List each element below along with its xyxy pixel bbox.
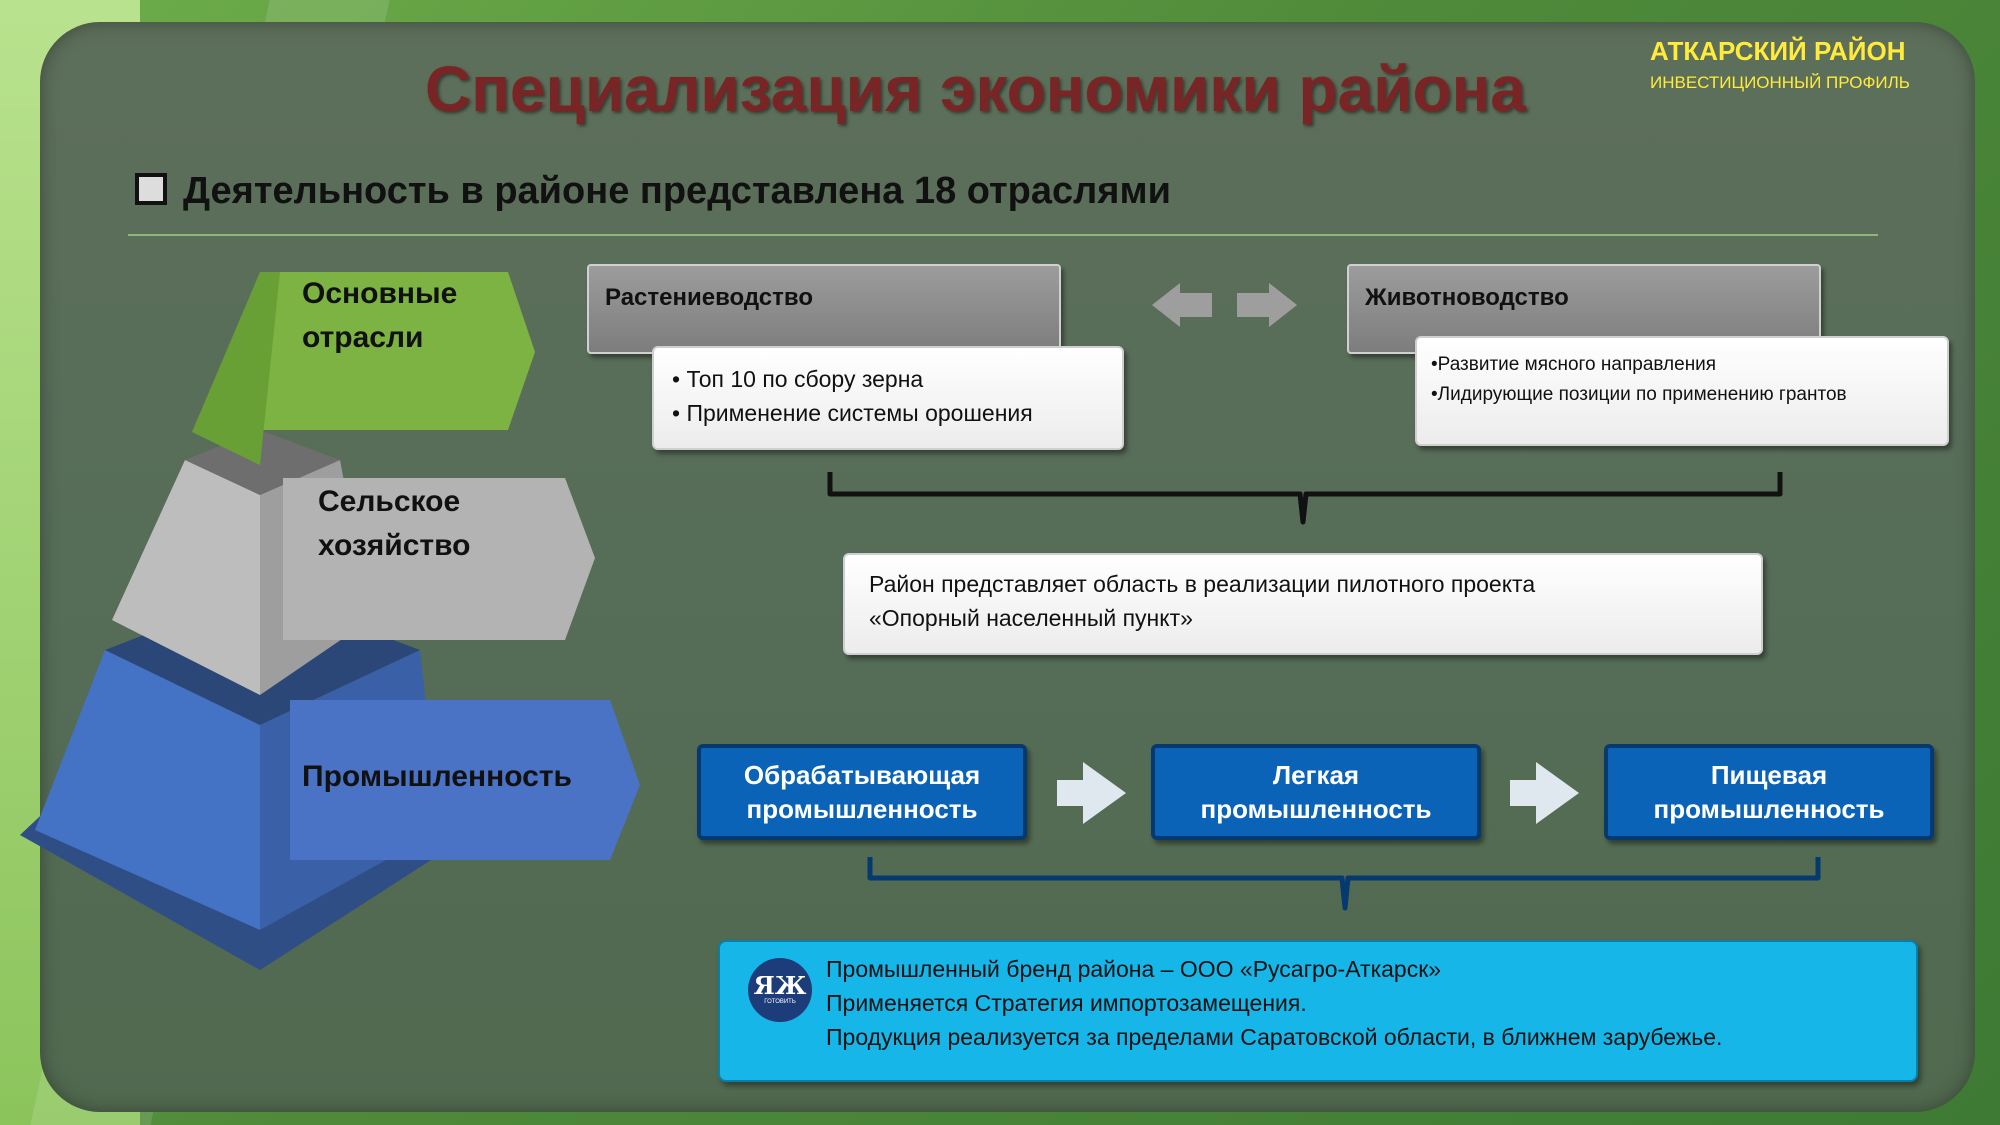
tier-label-line: Основные	[302, 277, 458, 310]
crop-title: Растениеводство	[605, 284, 813, 311]
brand-line: Промышленный бренд района – ООО «Русагро…	[826, 956, 1442, 982]
bullet-item: • Применение системы орошения	[672, 400, 1033, 426]
bullet-item: •Лидирующие позиции по применению гранто…	[1431, 384, 1847, 405]
livestock-title: Животноводство	[1365, 284, 1569, 311]
brand-name: АТКАРСКИЙ РАЙОН	[1650, 36, 1906, 66]
industry-box-line: Пищевая	[1710, 760, 1828, 790]
industry-box-light: Легкая промышленность	[1151, 744, 1481, 840]
crop-header: Растениеводство	[587, 264, 1061, 354]
brand-block: АТКАРСКИЙ РАЙОН ИНВЕСТИЦИОННЫЙ ПРОФИЛЬ	[1650, 36, 1910, 93]
brand-line: Продукция реализуется за пределами Сарат…	[826, 1024, 1723, 1050]
tier-label-agriculture: Сельское хозяйство	[318, 480, 470, 568]
brand-subtitle: ИНВЕСТИЦИОННЫЙ ПРОФИЛЬ	[1650, 73, 1910, 92]
pyramid-tier-bottom-left	[35, 650, 260, 930]
checkbox-bullet-icon	[135, 173, 167, 205]
divider	[128, 234, 1878, 236]
brand-line: Применяется Стратегия импортозамещения.	[826, 990, 1307, 1016]
industry-box-processing: Обрабатывающая промышленность	[697, 744, 1027, 840]
rusagro-logo-icon: ЯЖ ГОТОВИТЬ	[748, 958, 812, 1022]
bullet-item: •Развитие мясного направления	[1431, 354, 1717, 375]
pyramid-tier-middle-left	[112, 460, 260, 695]
tier-label-main: Основные отрасли	[302, 272, 457, 360]
pilot-line: Район представляет область в реализации …	[869, 571, 1536, 597]
tier-label-industry: Промышленность	[302, 755, 572, 799]
industry-box-line: промышленность	[746, 794, 978, 824]
arrow-right-icon	[1057, 762, 1126, 824]
tier-label-line: хозяйство	[318, 529, 471, 562]
tier-label-line: Сельское	[318, 485, 461, 518]
arrow-right-icon	[1237, 283, 1297, 327]
industry-box-line: Обрабатывающая	[743, 760, 981, 790]
industry-box-food: Пищевая промышленность	[1604, 744, 1934, 840]
agriculture-brace	[827, 472, 1783, 525]
logo-caption: ГОТОВИТЬ	[764, 999, 796, 1005]
pyramid-tier-top-face	[192, 272, 280, 465]
pilot-project-box: Район представляет область в реализации …	[843, 553, 1763, 655]
tier-label-line: Промышленность	[302, 760, 572, 793]
industry-brace	[867, 857, 1821, 911]
tier-label-line: отрасли	[302, 321, 424, 354]
pyramid-tier-top-shape	[195, 272, 535, 465]
pilot-line: «Опорный населенный пункт»	[869, 605, 1193, 631]
bullet-item: • Топ 10 по сбору зерна	[672, 366, 924, 392]
crop-details: • Топ 10 по сбору зерна • Применение сис…	[652, 346, 1124, 450]
arrow-left-icon	[1152, 283, 1212, 327]
subtitle-text: Деятельность в районе представлена 18 от…	[183, 170, 1171, 212]
arrow-right-icon	[1510, 762, 1579, 824]
industry-box-line: промышленность	[1653, 794, 1885, 824]
page-title: Специализация экономики района	[425, 53, 1526, 125]
industry-box-line: Легкая	[1272, 760, 1360, 790]
section-subtitle: Деятельность в районе представлена 18 от…	[135, 170, 1171, 213]
industry-box-line: промышленность	[1200, 794, 1432, 824]
livestock-details: •Развитие мясного направления •Лидирующи…	[1415, 336, 1949, 446]
pyramid-tier-bottom-arrow	[290, 700, 640, 860]
industrial-brand-box: ЯЖ ГОТОВИТЬ Промышленный бренд района – …	[718, 940, 1918, 1082]
pyramid-tier-middle-arrow	[283, 478, 595, 640]
